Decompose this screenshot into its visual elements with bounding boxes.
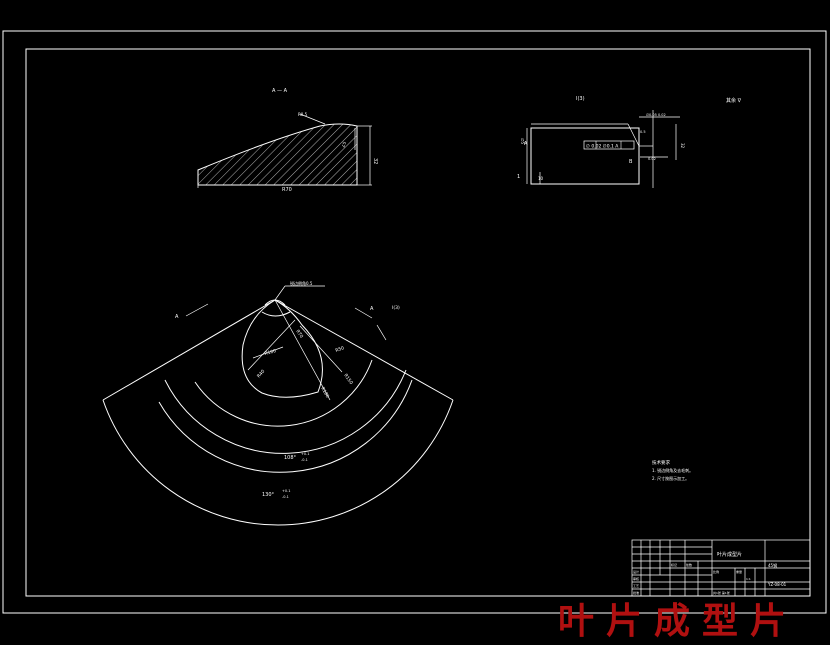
plan-angle-inner-tol-up: +0.1 (301, 452, 310, 456)
middle-arc-1 (158, 379, 413, 473)
plan-angle-inner-tol-low: -0.1 (301, 458, 308, 462)
watermark-text: 叶片成型片 (558, 600, 799, 642)
plan-r-right: R50 (335, 345, 345, 354)
title-label-5: 处数 (686, 562, 692, 567)
section-callout: R0.5 (298, 112, 308, 117)
technical-notes: 技术要求 1. 锐边倒角及去毛刺。 2. 尺寸按图示加工。 (652, 459, 693, 481)
tip-arc-2 (261, 311, 291, 317)
plan-section-right: A (370, 306, 374, 312)
side-view-body (530, 127, 640, 185)
side-dim-right: 32 (680, 143, 685, 149)
plan-r-outer2: R180 (319, 386, 330, 399)
roughness-note: 其余 ∇ (726, 97, 742, 104)
title-label-1: 审核 (633, 576, 639, 581)
plan-section-left: A (175, 314, 179, 320)
title-label-2: 工艺 (633, 583, 639, 588)
title-scale: 1:1 (746, 577, 751, 581)
side-ref-b: B (629, 159, 633, 165)
title-label-7: 重量 (736, 569, 742, 574)
title-label-0: 设计 (633, 569, 639, 574)
side-dim-inner2: 0.02 (648, 157, 656, 161)
plan-angle-inner: 108° (284, 455, 297, 461)
section-angle-label: ∠5 (340, 140, 347, 148)
title-block-text: 叶片成型片 45钢 YZ-08-01 设计 审核 工艺 批准 标记 处数 比例 … (633, 551, 787, 595)
outer-border (2, 30, 827, 614)
side-dim-inner: 0.5 (640, 130, 646, 134)
side-dim-top: ∅0.05 0.02 (646, 113, 666, 117)
tolerance-frame (583, 140, 635, 150)
plan-r-outer1: R150 (342, 373, 354, 386)
middle-arc-2 (164, 369, 407, 454)
plan-angle-outer-tol-low: -0.1 (282, 495, 289, 499)
plan-r-inner: R100 (264, 348, 277, 357)
section-hatch-profile (197, 123, 358, 186)
notes-item-1: 1. 锐边倒角及去毛刺。 (652, 467, 693, 473)
side-dim-bottom-left: 1 (517, 174, 520, 180)
title-label-6: 比例 (713, 569, 719, 574)
plan-r-mid: R40 (256, 369, 266, 380)
side-dim-left: ∅5 (520, 138, 525, 144)
teardrop-outline (241, 299, 323, 398)
title-part-name: 叶片成型片 (717, 551, 742, 558)
plan-detail-marker: Ⅰ(3) (392, 305, 400, 311)
left-radial-edge (102, 299, 276, 401)
title-block (631, 539, 811, 597)
outer-arc (102, 399, 454, 526)
section-view: A — A R0.5 32 ∠5 R70 (197, 88, 378, 193)
side-dim-bottom: 10 (538, 176, 544, 181)
plan-view-labels: 锐边倒角0.5 A A Ⅰ(3) R100 R40 R70 R50 R150 R… (175, 280, 400, 499)
inner-border (25, 48, 811, 597)
side-datum: A (524, 141, 528, 147)
title-material: 45钢 (768, 562, 777, 568)
tolerance-frame-text: ∅ 0.02 ∅0.1 A (586, 144, 619, 150)
section-height-label: 32 (372, 158, 378, 164)
title-sheet: 共1张 第1张 (713, 590, 730, 595)
side-view: ∅ 0.02 ∅0.1 A Ⅰ(3) 其余 ∇ ∅0.05 0.02 32 ∅5… (517, 96, 742, 188)
inner-arc (194, 359, 373, 427)
notes-item-2: 2. 尺寸按图示加工。 (652, 475, 689, 481)
side-view-title: Ⅰ(3) (576, 96, 585, 102)
title-label-3: 批准 (633, 590, 639, 595)
title-label-4: 标记 (671, 562, 677, 567)
plan-angle-outer: 130° (262, 492, 275, 498)
plan-view (102, 285, 454, 526)
section-width-label: R70 (282, 187, 292, 193)
notes-heading: 技术要求 (652, 459, 670, 466)
plan-r-left: R70 (294, 329, 304, 340)
section-title: A — A (272, 88, 288, 94)
right-radial-edge (274, 299, 454, 401)
plan-angle-outer-tol-up: +0.1 (282, 489, 291, 493)
title-drawing-no: YZ-08-01 (767, 582, 787, 587)
plan-top-callout: 锐边倒角0.5 (290, 280, 313, 286)
